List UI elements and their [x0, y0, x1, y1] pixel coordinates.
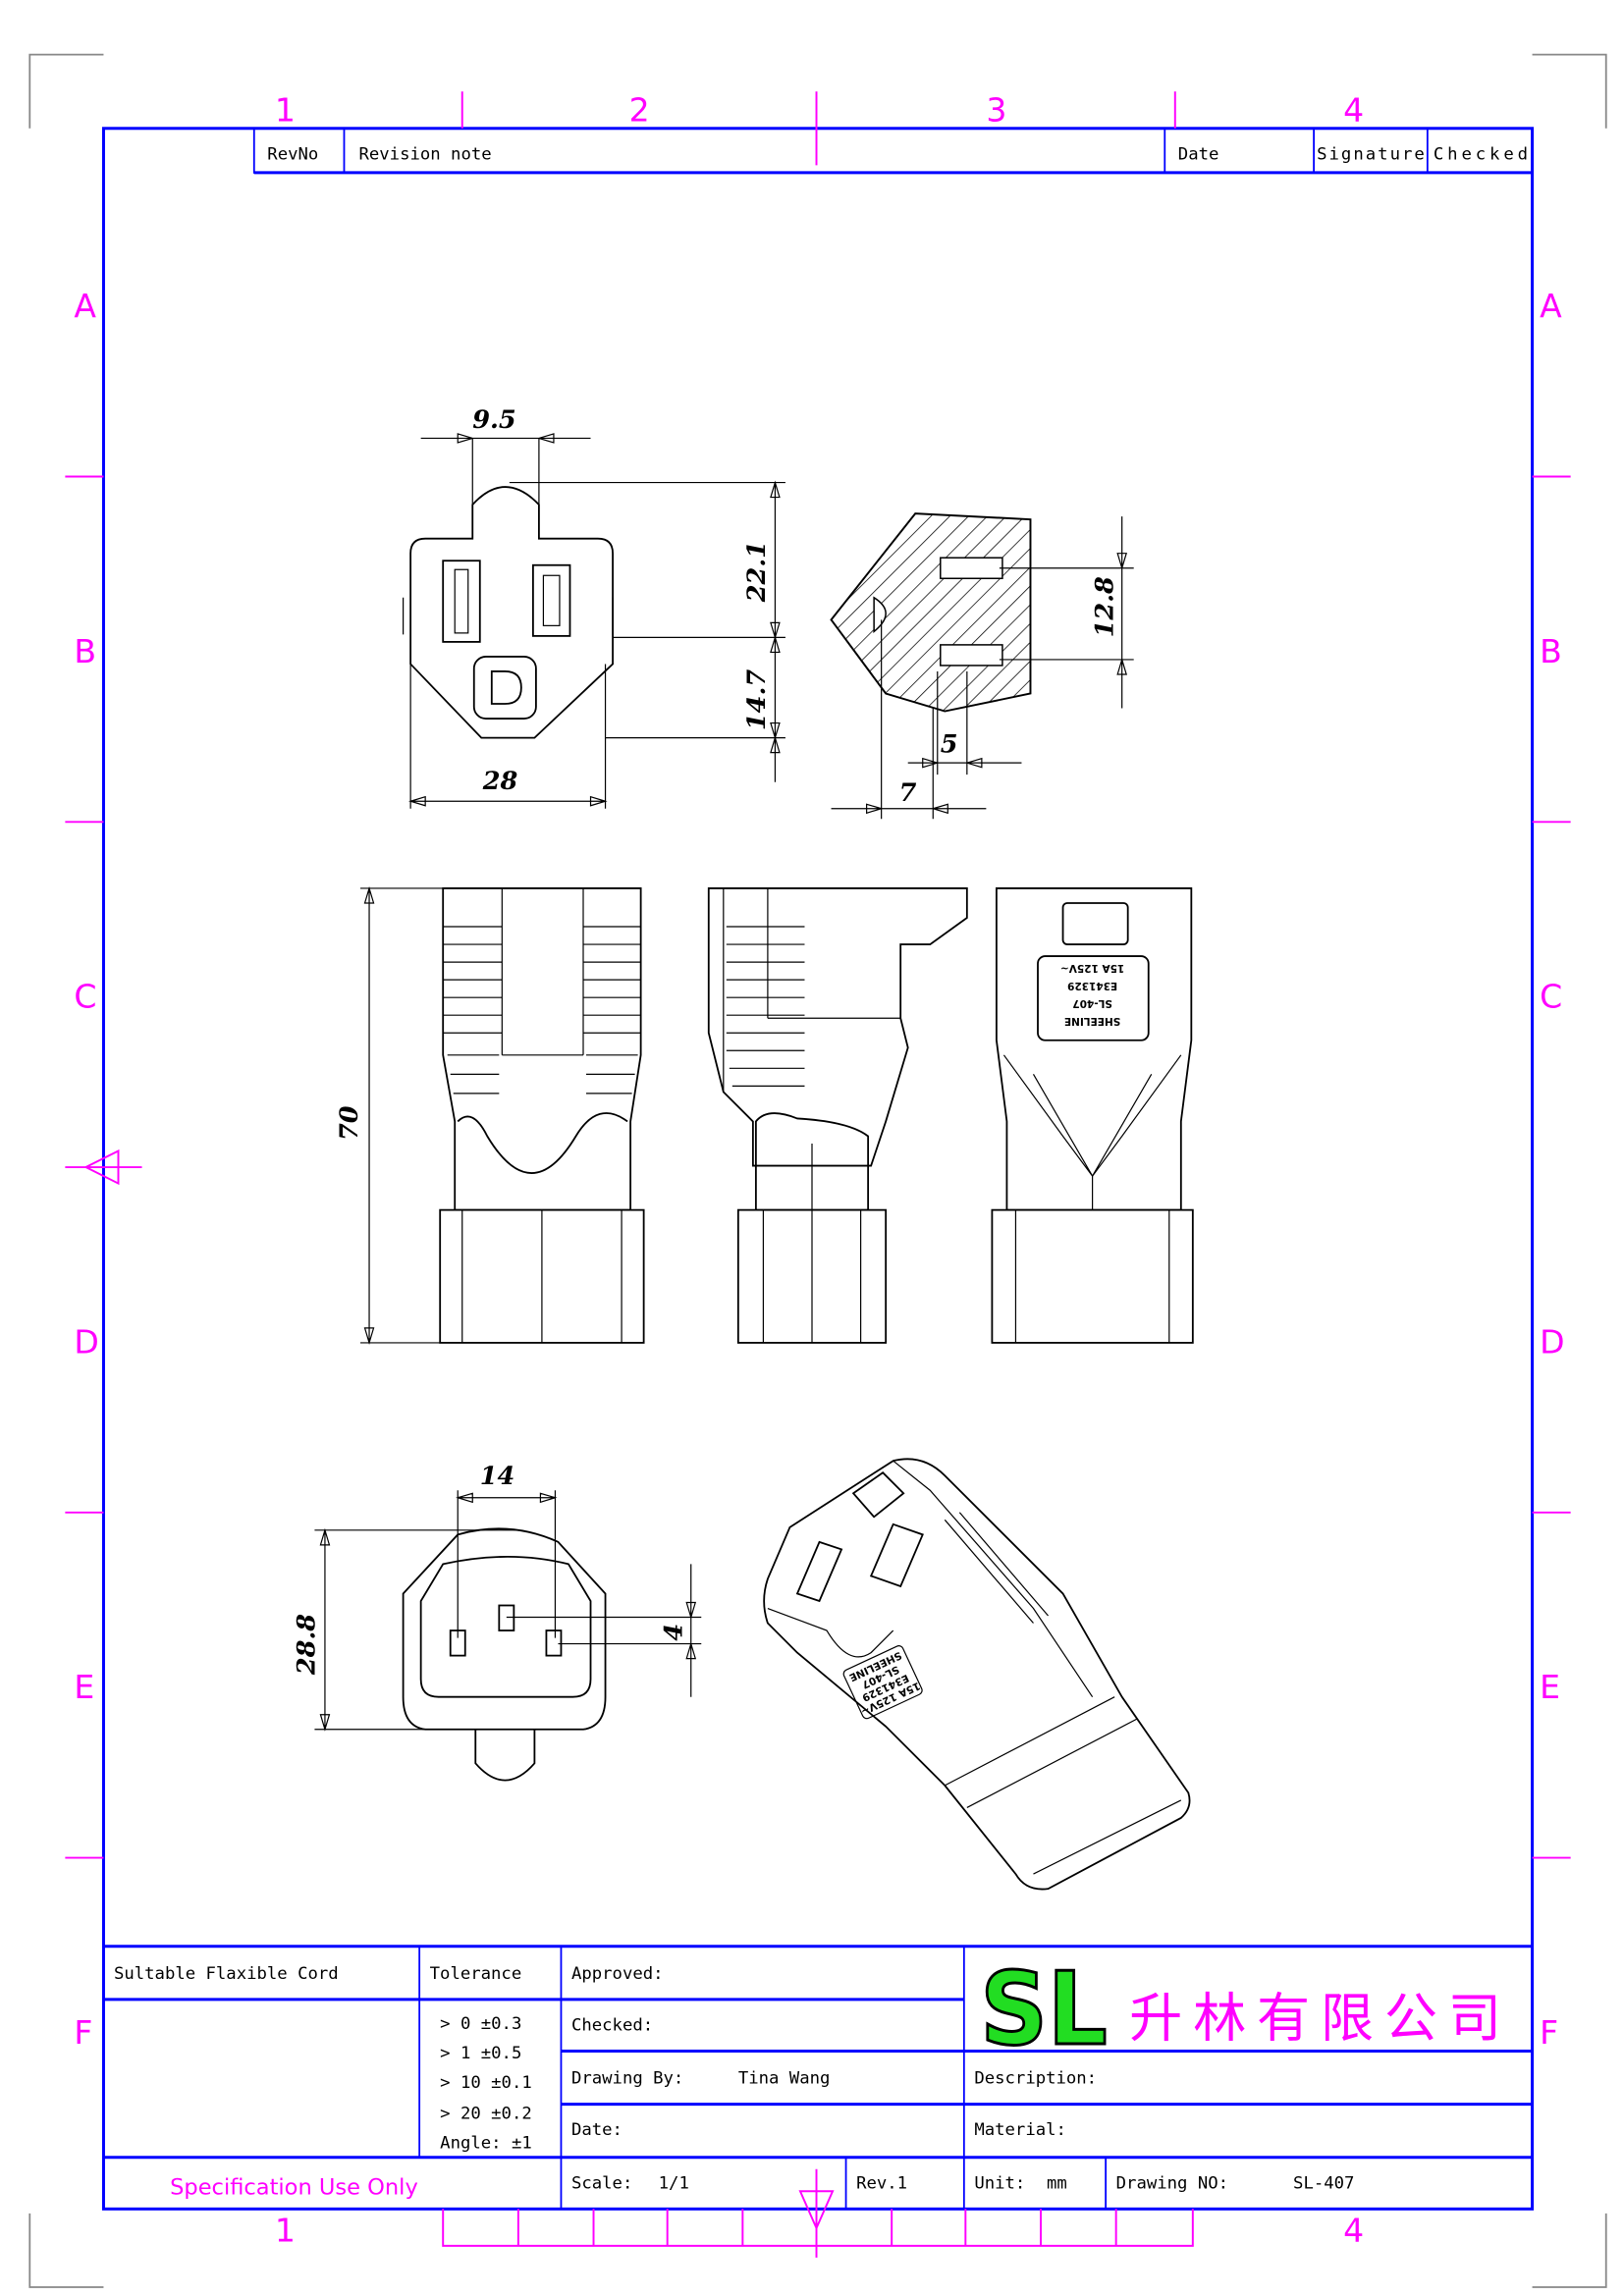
grid-col-4: 4 — [1343, 90, 1364, 129]
tolerance-line: Angle: ±1 — [440, 2134, 532, 2154]
side-section-view: 12.8 5 7 — [830, 512, 1134, 820]
side-elevation-view — [707, 887, 968, 1344]
front-view-plug: 9.5 22.1 14.7 28 — [403, 405, 785, 809]
label-line-3: E341329 — [1067, 980, 1117, 991]
description-label: Description: — [974, 2069, 1097, 2089]
grid-row-b: B — [74, 632, 96, 670]
dim-9-5: 9.5 — [472, 405, 515, 435]
tolerance-line: > 10 ±0.1 — [440, 2073, 532, 2093]
date-header: Date — [1178, 144, 1219, 164]
material-label: Material: — [974, 2120, 1066, 2140]
revision-note-header: Revision note — [359, 144, 492, 164]
dim-14: 14 — [480, 1462, 515, 1491]
tolerance-line: > 20 ±0.2 — [440, 2105, 532, 2124]
front-elevation-view: 70 — [335, 885, 645, 1346]
date-label: Date: — [571, 2120, 623, 2140]
drawing-no-value: SL-407 — [1293, 2173, 1354, 2193]
drawing-no-label: Drawing NO: — [1116, 2173, 1228, 2193]
corner-marks — [28, 53, 1607, 2288]
grid-row-a: A — [74, 287, 96, 325]
scale-label: Scale: — [571, 2173, 632, 2193]
dim-28-8: 28.8 — [292, 1614, 321, 1676]
socket-face-view: 14 28.8 4 — [292, 1462, 702, 1782]
grid-row-e: E — [74, 1668, 94, 1706]
dim-28: 28 — [482, 767, 518, 796]
approved-label: Approved: — [571, 1964, 664, 1984]
dim-12-8: 12.8 — [1091, 576, 1120, 637]
signature-header: Signature — [1317, 144, 1425, 164]
grid-row-f-right: F — [1540, 2013, 1558, 2052]
grid-col-1: 1 — [275, 90, 296, 129]
grid-col-1-bottom: 1 — [275, 2211, 296, 2249]
drawing-by-label: Drawing By: — [571, 2069, 683, 2089]
tolerance-label: Tolerance — [430, 1964, 522, 1984]
isometric-view: 15A 125V~ E341329 SL-407 SHEELINE — [763, 1458, 1191, 1891]
specification-note: Specification Use Only — [170, 2174, 418, 2200]
dim-4: 4 — [660, 1624, 689, 1641]
drawing-by-value: Tina Wang — [738, 2069, 831, 2089]
grid-row-f: F — [74, 2013, 92, 2052]
suitable-cord-label: Sultable Flaxible Cord — [114, 1964, 339, 1984]
revision-table: RevNo Revision note Date Signature Check… — [252, 128, 1533, 175]
checked-label: Checked: — [571, 2015, 653, 2035]
grid-row-b-right: B — [1540, 632, 1562, 670]
tolerance-line: > 0 ±0.3 — [440, 2014, 521, 2034]
rear-elevation-view: 15A 125V~ E341329 SL-407 SHEELINE — [991, 887, 1194, 1344]
dim-70: 70 — [335, 1105, 364, 1141]
grid-row-c: C — [74, 978, 96, 1016]
company-name: 升林有限公司 — [1129, 1987, 1501, 2049]
grid-row-d: D — [74, 1322, 98, 1361]
label-line-2: SL-407 — [1072, 997, 1112, 1009]
checked-header: Checked — [1434, 144, 1528, 164]
grid-row-e-right: E — [1540, 1668, 1560, 1706]
grid-col-2: 2 — [629, 90, 650, 129]
label-line-4: 15A 125V~ — [1060, 962, 1124, 974]
revno-header: RevNo — [267, 144, 318, 164]
company-logo: SL — [980, 1951, 1107, 2068]
drawing-border — [101, 127, 1535, 2211]
title-block: Sultable Flaxible Cord Tolerance > 0 ±0.… — [103, 1945, 1533, 2210]
tolerance-line: > 1 ±0.5 — [440, 2044, 521, 2063]
grid-row-c-right: C — [1540, 978, 1562, 1016]
label-line-1: SHEELINE — [1064, 1015, 1120, 1027]
scale-value: 1/1 — [659, 2173, 689, 2193]
grid-col-4-bottom: 4 — [1343, 2211, 1364, 2249]
grid-row-d-right: D — [1540, 1322, 1564, 1361]
grid-col-3: 3 — [986, 90, 1006, 129]
grid-row-a-right: A — [1540, 287, 1562, 325]
dim-7: 7 — [899, 778, 917, 808]
unit-value: mm — [1047, 2173, 1067, 2193]
dim-5: 5 — [941, 730, 958, 760]
unit-label: Unit: — [974, 2173, 1025, 2193]
revision-value: Rev.1 — [856, 2173, 907, 2193]
dim-22-1: 22.1 — [742, 541, 772, 603]
dim-14-7: 14.7 — [742, 669, 772, 730]
grid-markers: 1 2 3 4 1 4 A B C D E F A B C D E F — [65, 90, 1571, 2258]
